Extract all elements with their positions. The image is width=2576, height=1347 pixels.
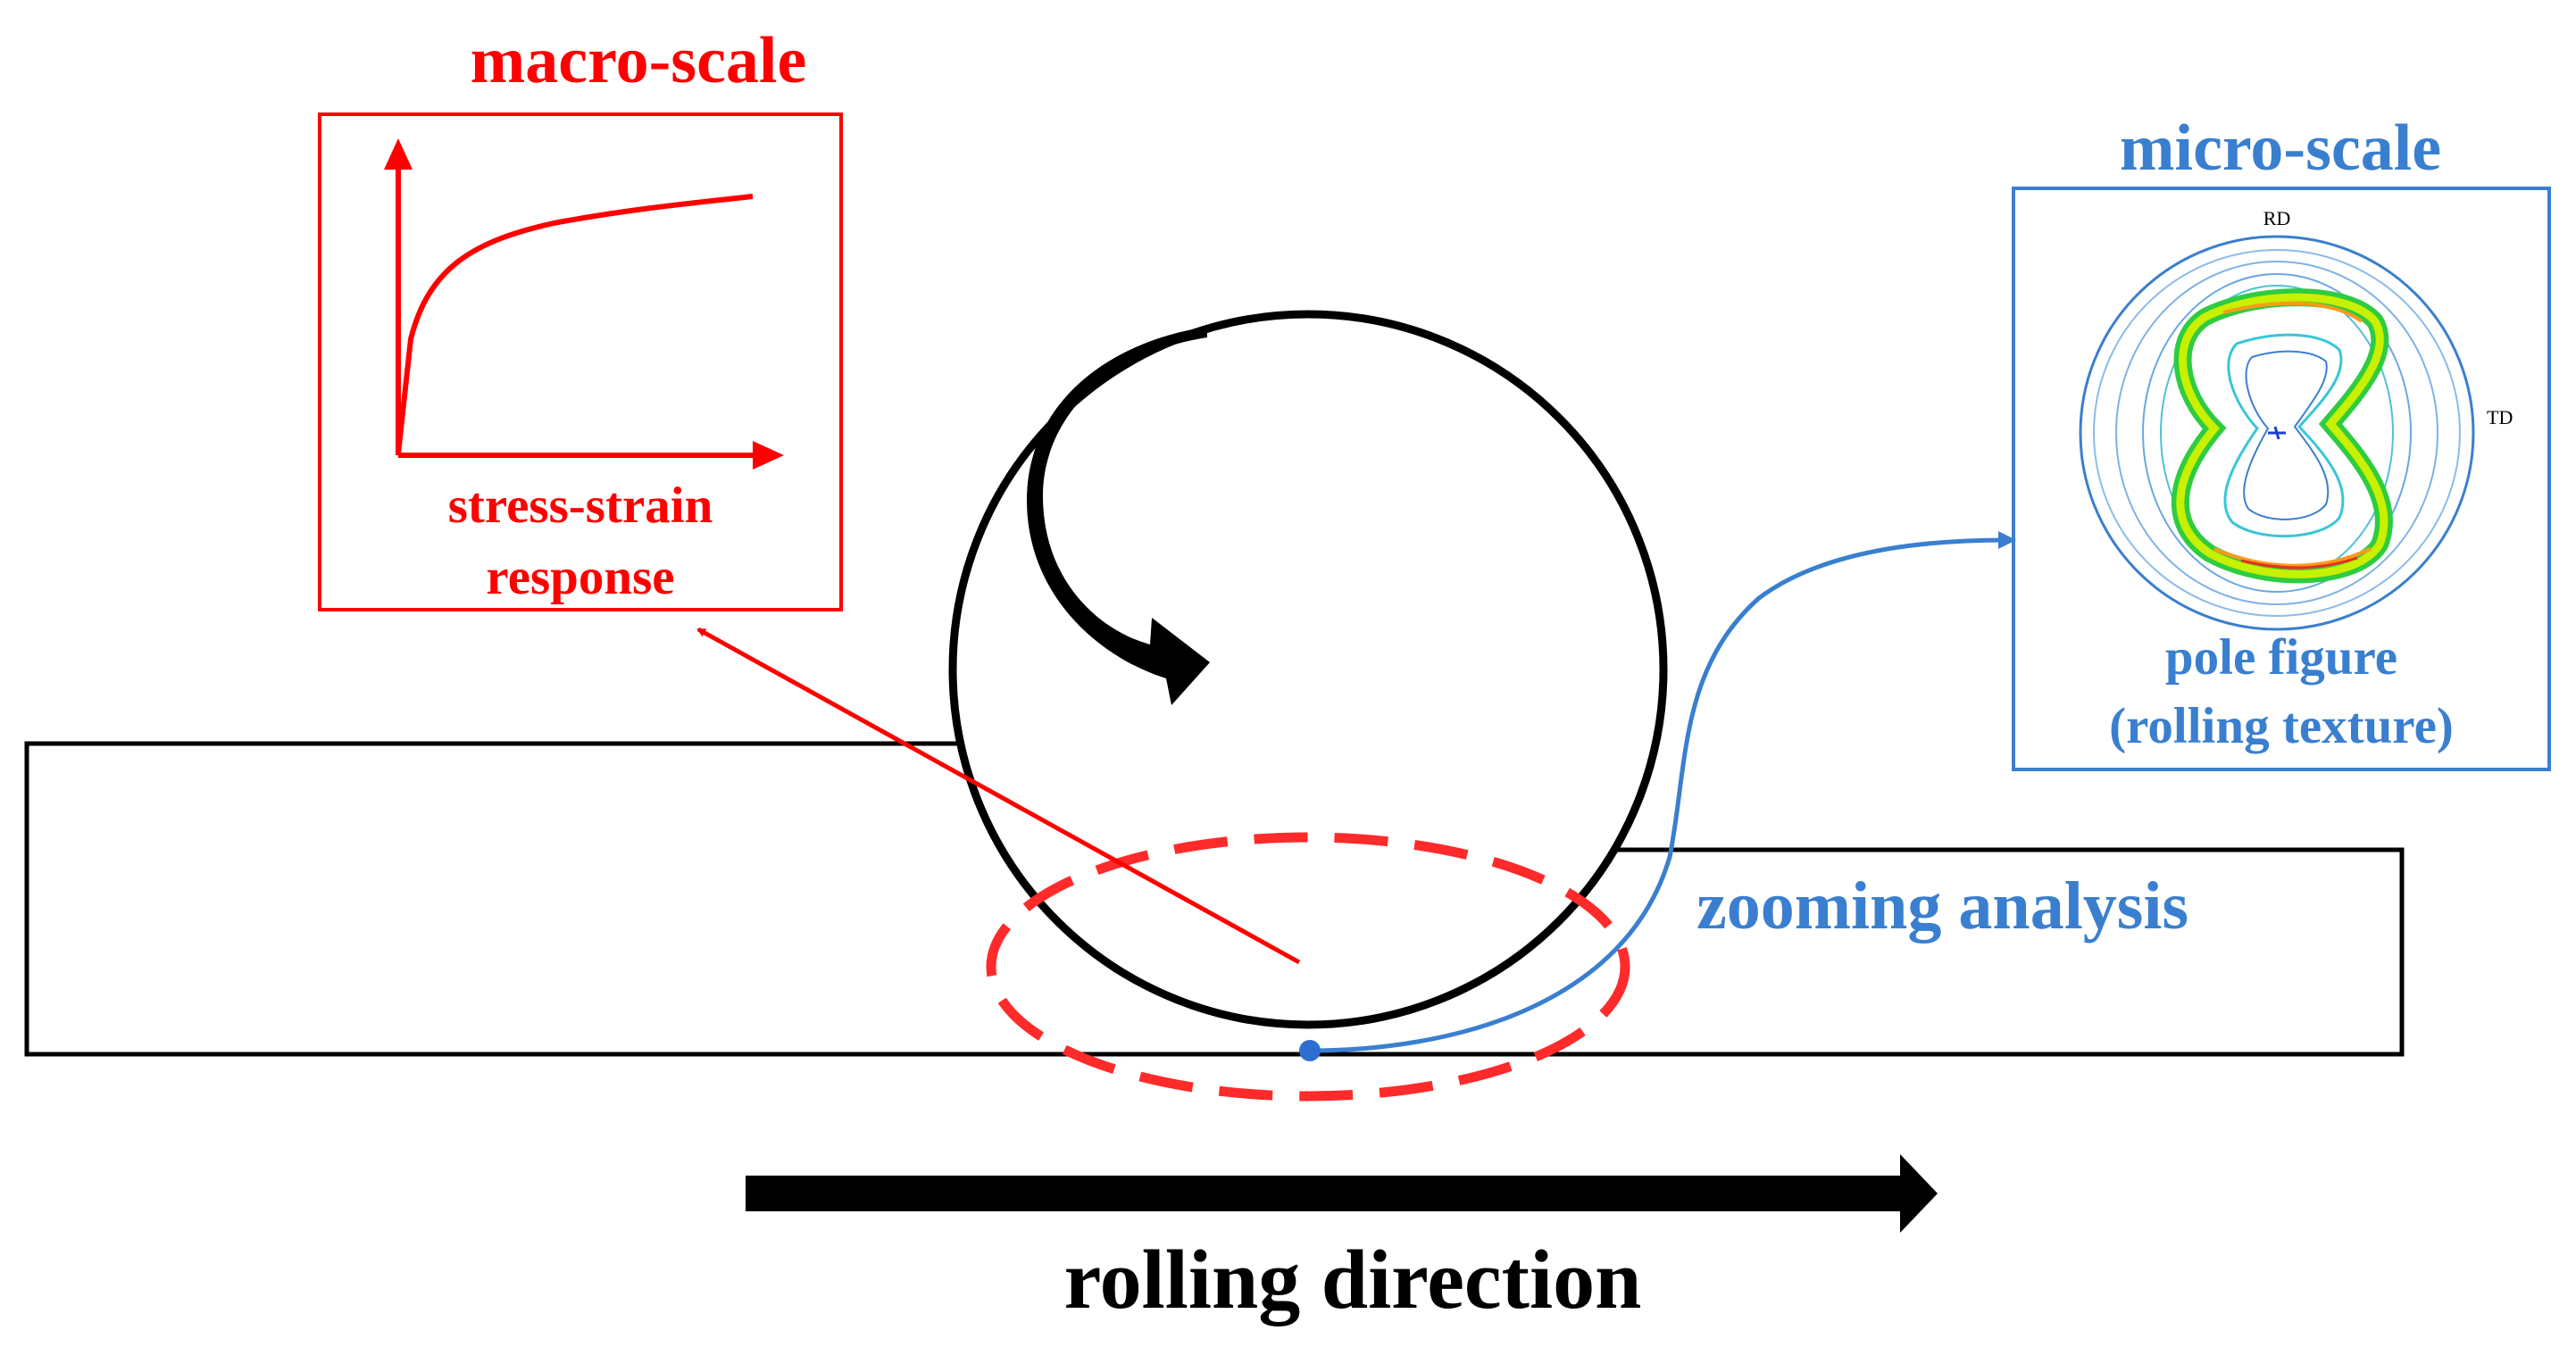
center-mark <box>2268 426 2286 440</box>
rolling-direction-label: rolling direction <box>1064 1234 1642 1326</box>
macro-caption-line2: response <box>486 549 674 605</box>
texture-band-inner <box>2176 293 2388 578</box>
macro-scale-panel: macro-scale stress-strain response <box>318 24 843 611</box>
roll <box>948 310 1668 1029</box>
pole-figure: RD TD <box>2079 207 2513 631</box>
rolling-direction-arrow <box>746 1154 1938 1233</box>
contour-inner <box>2243 350 2330 520</box>
stress-strain-curve <box>396 194 754 454</box>
micro-scale-panel: micro-scale RD TD pole figure (rolling t… <box>2012 112 2551 771</box>
zooming-analysis-label: zooming analysis <box>1696 869 2188 944</box>
macro-scale-title: macro-scale <box>471 24 807 97</box>
micro-box <box>2012 187 2551 771</box>
micro-caption-line2: (rolling texture) <box>2109 698 2454 754</box>
macro-arrow <box>696 627 1301 965</box>
contour <box>2142 273 2412 593</box>
direction-arrow-shaft <box>746 1176 1906 1211</box>
zoom-region-ellipse <box>986 832 1630 1102</box>
sheet-incoming-outline <box>24 741 2405 1057</box>
x-axis-arrow <box>753 441 784 470</box>
micro-connector-curve <box>1309 537 2010 1053</box>
texture-band-peak <box>2240 556 2358 570</box>
sheet <box>24 741 2405 1057</box>
contour <box>2115 261 2438 605</box>
texture-band-core <box>2213 301 2372 568</box>
pole-figure-outline <box>2079 235 2475 631</box>
contour <box>2093 249 2461 617</box>
rd-label: RD <box>2263 207 2291 229</box>
y-axis-arrow <box>384 138 413 170</box>
macro-caption-line1: stress-strain <box>448 478 713 534</box>
micro-scale-title: micro-scale <box>2120 112 2441 185</box>
rotation-arrow-icon <box>1027 327 1210 705</box>
contour-inner <box>2223 333 2345 537</box>
macro-box <box>318 112 843 611</box>
material-point <box>1299 1040 1321 1061</box>
micro-arrow-head <box>1998 531 2016 549</box>
micro-caption-line1: pole figure <box>2165 629 2397 686</box>
td-label: TD <box>2487 406 2513 428</box>
direction-arrow-head-icon <box>1900 1154 1938 1233</box>
